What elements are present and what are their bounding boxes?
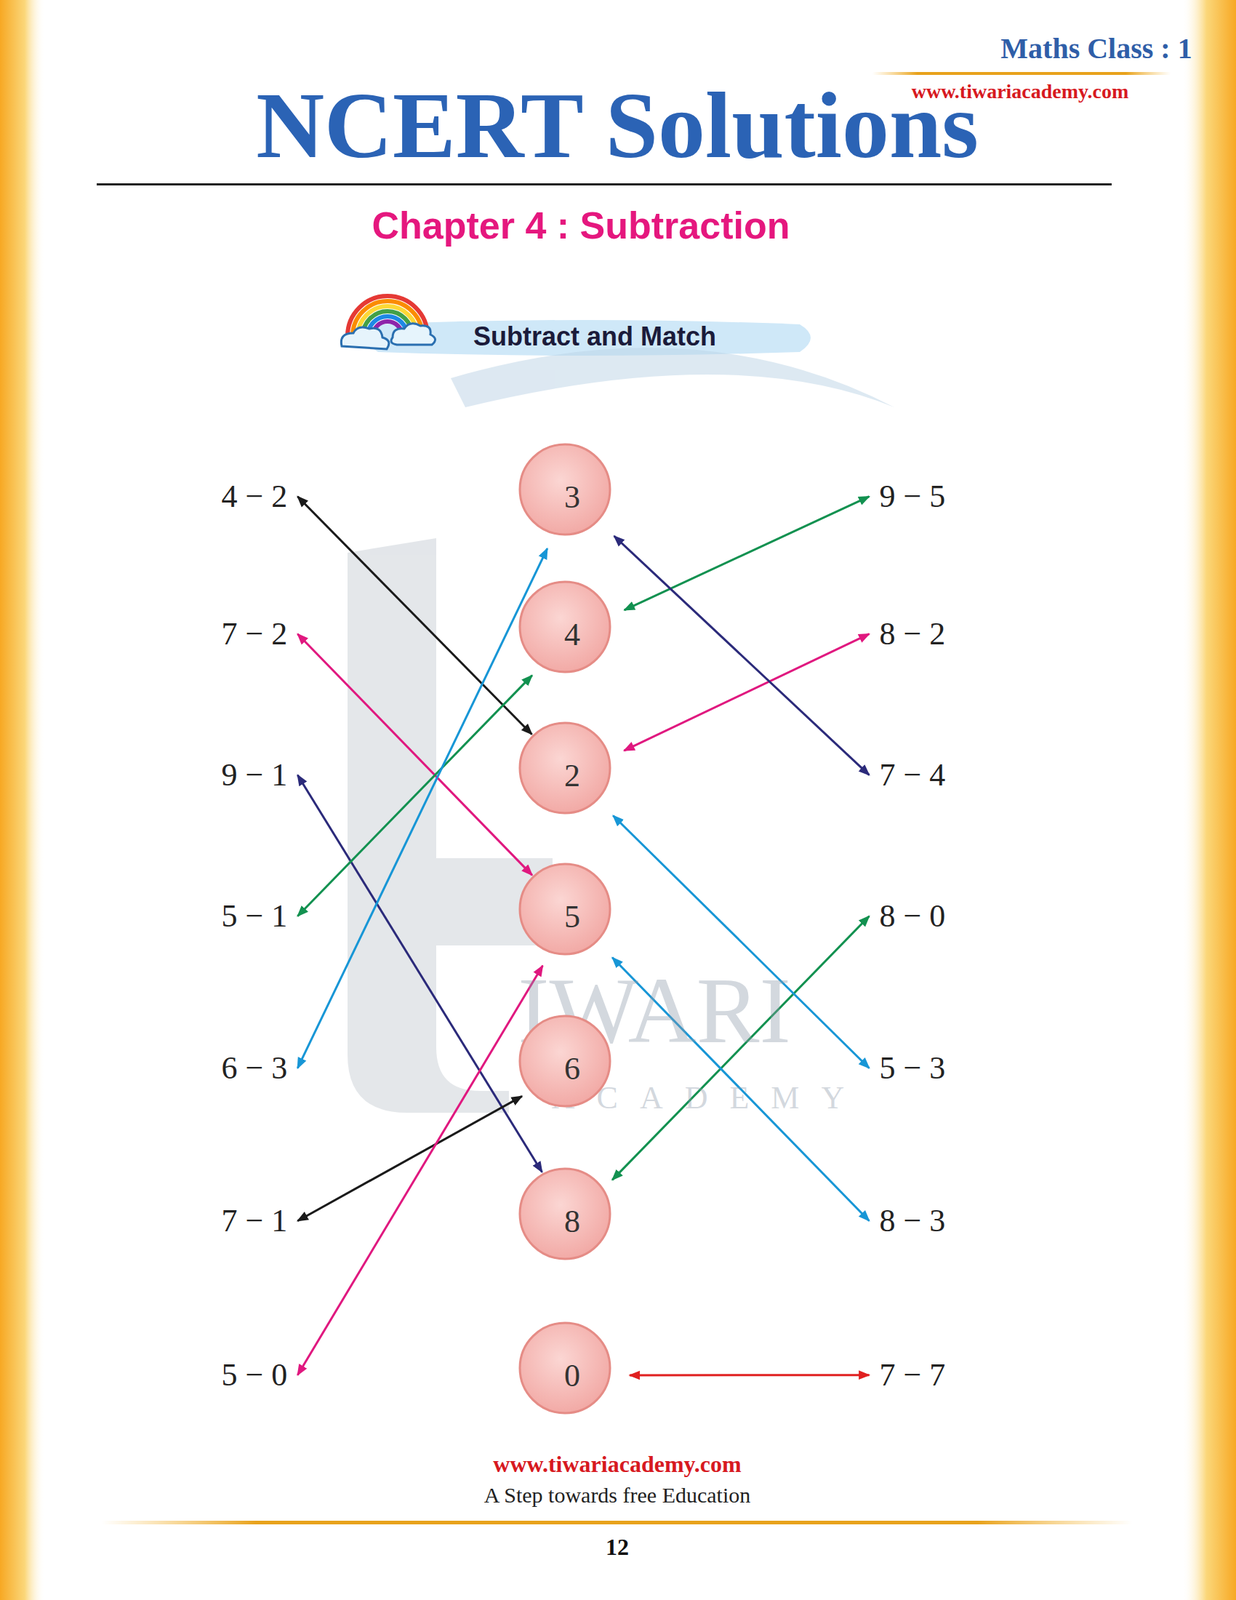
subtraction-expression: 8 − 0 [873, 895, 952, 937]
expression-text: 8 − 2 [879, 616, 946, 652]
expression-text: 9 − 1 [221, 757, 288, 793]
answer-number: 2 [564, 756, 581, 794]
match-arrow [297, 1095, 523, 1221]
tagline: A Step towards free Education [484, 1482, 752, 1507]
subtraction-expression: 7 − 4 [873, 754, 952, 796]
match-arrow [614, 535, 870, 776]
page-number: 12 [605, 1534, 629, 1560]
answer-circle: 0 [517, 1320, 627, 1430]
subtraction-expression: 9 − 5 [873, 476, 952, 517]
answer-circle: 3 [517, 442, 627, 552]
side-band [0, 0, 46, 1600]
match-arrow [297, 775, 542, 1173]
circle-shape [519, 722, 611, 813]
cloud-banner [367, 319, 811, 356]
expression-text: 5 − 1 [221, 898, 288, 934]
subtraction-expression: 7 − 1 [215, 1200, 294, 1242]
match-arrow [297, 548, 547, 1068]
answer-number: 8 [564, 1202, 581, 1240]
circle-shape [519, 1015, 611, 1106]
subtraction-expression: 8 − 2 [873, 613, 952, 655]
subtraction-expression: 6 − 3 [215, 1047, 294, 1089]
expression-text: 7 − 1 [221, 1203, 288, 1239]
subtraction-expression: 7 − 2 [215, 613, 294, 655]
subtraction-expression: 5 − 3 [873, 1047, 952, 1089]
expression-text: 7 − 2 [221, 616, 288, 652]
side-band [1182, 0, 1236, 1600]
answer-circle: 5 [517, 861, 627, 971]
answer-number: 5 [564, 897, 581, 935]
expression-text: 4 − 2 [221, 479, 288, 515]
subtraction-expression: 7 − 7 [873, 1354, 952, 1396]
subtraction-expression: 4 − 2 [215, 476, 294, 517]
title-rule [96, 183, 1112, 186]
answer-circle: 6 [517, 1013, 627, 1123]
answer-circle: 2 [517, 720, 627, 830]
answer-number: 0 [564, 1356, 581, 1394]
page-title: NCERT Solutions [255, 73, 979, 178]
answer-number: 4 [564, 615, 581, 653]
answer-circle: 8 [517, 1166, 627, 1276]
answer-number: 3 [564, 478, 581, 516]
chapter-heading: Chapter 4 : Subtraction [372, 205, 791, 247]
subtraction-expression: 5 − 1 [215, 895, 294, 937]
answer-circle: 4 [517, 579, 627, 689]
answer-number: 6 [564, 1049, 581, 1087]
watermark-logo [347, 347, 895, 1113]
match-arrow [623, 633, 869, 751]
class-label: Maths Class : 1 [1000, 32, 1192, 65]
expression-text: 8 − 3 [879, 1203, 946, 1239]
circle-shape [519, 444, 611, 535]
subtraction-expression: 9 − 1 [215, 754, 294, 796]
expression-text: 9 − 5 [879, 479, 946, 515]
expression-text: 6 − 3 [221, 1050, 288, 1086]
circle-shape [519, 1322, 611, 1413]
circle-shape [519, 863, 611, 954]
match-arrow [297, 496, 532, 735]
footer-rule [101, 1520, 1133, 1524]
activity-banner: Subtract and Match [473, 322, 717, 352]
expression-text: 7 − 4 [879, 757, 946, 793]
match-arrow [297, 965, 543, 1375]
match-arrow [624, 496, 870, 611]
circle-shape [519, 581, 611, 672]
expression-text: 8 − 0 [879, 898, 946, 934]
website-url: www.tiwariacademy.com [492, 1451, 741, 1477]
expression-text: 7 − 7 [879, 1357, 946, 1393]
website-url: www.tiwariacademy.com [911, 80, 1130, 104]
expression-text: 5 − 0 [221, 1357, 288, 1393]
match-arrow [297, 675, 533, 917]
subtraction-expression: 8 − 3 [873, 1200, 952, 1242]
match-arrow [297, 633, 533, 876]
cloud-icon [340, 323, 435, 349]
subtraction-expression: 5 − 0 [215, 1354, 294, 1396]
match-arrow [629, 1373, 870, 1376]
expression-text: 5 − 3 [879, 1050, 946, 1086]
circle-shape [519, 1168, 611, 1259]
